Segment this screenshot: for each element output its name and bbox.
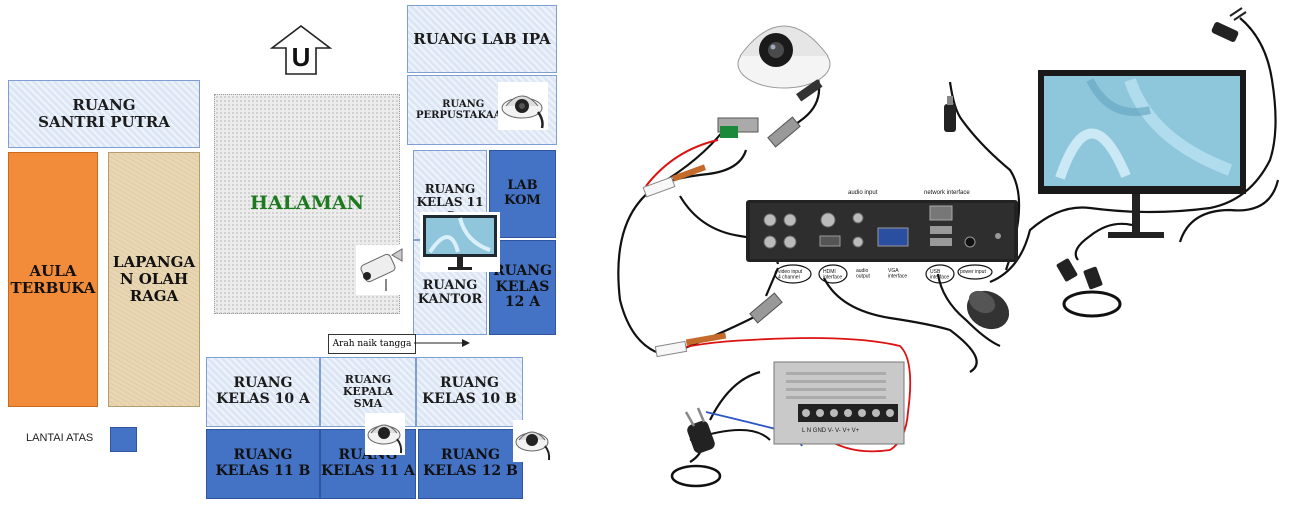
legend-label: LANTAI ATAS (26, 432, 94, 444)
stairs-arrow-icon (414, 339, 470, 347)
room-kelas-10a: RUANG KELAS 10 A (206, 357, 320, 427)
room-santri-putra: RUANG SANTRI PUTRA (8, 80, 200, 148)
dvr-label-network-interface: network interface (924, 190, 970, 196)
monitor-icon (420, 212, 500, 272)
dvr-label-power-input: power input (960, 269, 986, 275)
room-kelas-12b: RUANG KELAS 12 B (418, 429, 523, 499)
room-lab-ipa: RUANG LAB IPA (407, 5, 557, 73)
dvr-back-panel (746, 200, 1018, 262)
dome-camera-icon (737, 25, 831, 102)
north-arrow-icon (270, 24, 332, 75)
stairs-note: Arah naik tangga (328, 334, 416, 354)
cable-splice-icon (642, 164, 727, 358)
school-floor-plan: U RUANG SANTRI PUTRA AULA TERBUKA LAPANG… (0, 0, 570, 508)
room-kelas-11b: RUANG KELAS 11 B (206, 429, 320, 499)
dome-camera-icon (513, 420, 553, 462)
power-plug-icon (1211, 7, 1247, 42)
wall-plug-icon (670, 407, 722, 488)
room-aula-terbuka: AULA TERBUKA (8, 152, 98, 407)
dome-camera-icon (365, 413, 405, 455)
bnc-connector-icon (749, 116, 801, 324)
dvr-label-audio-input: audio input (848, 190, 878, 196)
dome-camera-icon (498, 82, 548, 130)
room-lab-kom: LAB KOM (489, 150, 556, 238)
psu-terminal-labels: L N GND V- V- V+ V+ (802, 428, 860, 434)
room-kelas-10b: RUANG KELAS 10 B (416, 357, 523, 427)
dc-connector-icon (717, 117, 759, 138)
cctv-wiring-diagram: audio input network interface video inpu… (590, 0, 1290, 508)
north-label: U (291, 42, 311, 72)
usb-plug-icon (944, 96, 956, 132)
bullet-camera-icon (356, 245, 406, 295)
mouse-icon (966, 290, 1010, 330)
legend-swatch (110, 427, 137, 452)
wiring-canvas: audio input network interface video inpu… (617, 7, 1280, 488)
power-supply-icon (773, 361, 905, 445)
hdmi-plug-icon (1056, 258, 1122, 318)
room-kelas-12a: RUANG KELAS 12 A (489, 240, 556, 335)
monitor-icon (1038, 70, 1246, 238)
room-lapangan-olah-raga: LAPANGA N OLAH RAGA (108, 152, 200, 407)
